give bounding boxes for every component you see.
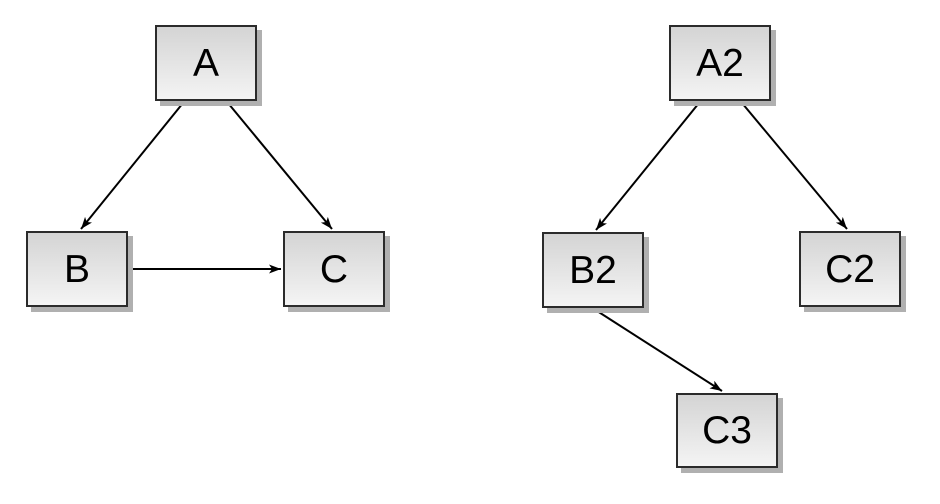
node-A: A	[155, 25, 257, 101]
node-C2: C2	[799, 231, 901, 307]
node-A2: A2	[669, 25, 771, 101]
node-label-C3: C3	[702, 409, 752, 452]
node-C: C	[283, 231, 385, 307]
node-label-A: A	[192, 41, 219, 85]
node-C3: C3	[676, 393, 778, 468]
node-label-B: B	[63, 247, 90, 291]
node-label-A2: A2	[696, 41, 744, 85]
node-B: B	[26, 231, 128, 307]
node-label-B2: B2	[569, 248, 617, 292]
node-B2: B2	[542, 232, 644, 308]
node-label-C: C	[319, 247, 349, 291]
node-label-C2: C2	[825, 247, 875, 291]
